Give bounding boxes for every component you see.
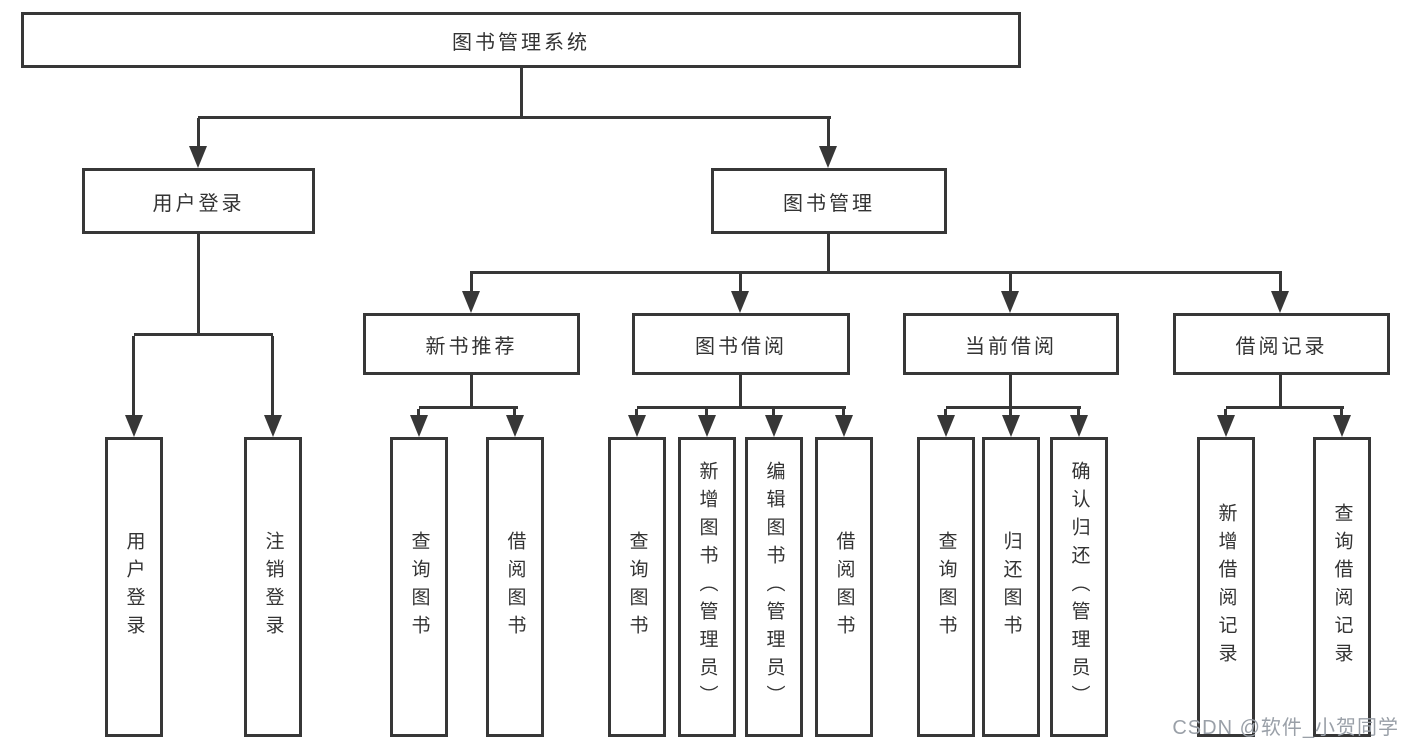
leaf-label: 查询图书 xyxy=(626,531,648,643)
leaf-label: 借阅图书 xyxy=(504,531,526,643)
connector-line xyxy=(946,406,1081,409)
leaf-label: 借阅图书 xyxy=(833,531,855,643)
connector-line xyxy=(1279,274,1282,293)
node-user-login-label: 用户登录 xyxy=(152,192,245,215)
connector-line xyxy=(134,333,273,336)
arrow-down-icon xyxy=(410,415,428,437)
leaf-label: 新增借阅记录 xyxy=(1215,503,1237,671)
leaf-label: 确认归还（管理员） xyxy=(1068,461,1090,713)
connector-line xyxy=(705,409,708,417)
connector-line xyxy=(1009,409,1012,417)
node-current-borrow-label: 当前借阅 xyxy=(965,335,1057,358)
node-leaf-query-books-3: 查询图书 xyxy=(917,437,975,737)
connector-line xyxy=(1009,274,1012,293)
arrow-down-icon xyxy=(125,415,143,437)
node-leaf-query-borrow-record: 查询借阅记录 xyxy=(1313,437,1371,737)
leaf-label: 查询借阅记录 xyxy=(1331,503,1353,671)
node-borrow-records-label: 借阅记录 xyxy=(1235,335,1328,358)
connector-line xyxy=(772,409,775,417)
node-leaf-confirm-return-admin: 确认归还（管理员） xyxy=(1050,437,1108,737)
node-book-borrow: 图书借阅 xyxy=(632,313,850,375)
leaf-label: 用户登录 xyxy=(123,531,145,643)
arrow-down-icon xyxy=(731,291,749,313)
node-leaf-return-books: 归还图书 xyxy=(982,437,1040,737)
arrow-down-icon xyxy=(835,415,853,437)
node-leaf-add-books-admin: 新增图书（管理员） xyxy=(678,437,736,737)
node-leaf-borrow-books-2: 借阅图书 xyxy=(815,437,873,737)
arrow-down-icon xyxy=(765,415,783,437)
connector-line xyxy=(739,375,742,409)
node-leaf-user-login: 用户登录 xyxy=(105,437,163,737)
connector-line xyxy=(197,234,200,336)
node-book-borrow-label: 图书借阅 xyxy=(695,335,787,358)
arrow-down-icon xyxy=(698,415,716,437)
arrow-down-icon xyxy=(1002,415,1020,437)
arrow-down-icon xyxy=(264,415,282,437)
arrow-down-icon xyxy=(189,146,207,168)
node-book-management-label: 图书管理 xyxy=(783,192,875,215)
arrow-down-icon xyxy=(1333,415,1351,437)
leaf-label: 新增图书（管理员） xyxy=(696,461,718,713)
leaf-label: 编辑图书（管理员） xyxy=(763,461,785,713)
connector-line xyxy=(1009,375,1012,409)
arrow-down-icon xyxy=(506,415,524,437)
connector-line xyxy=(470,375,473,409)
connector-line xyxy=(417,409,420,417)
node-leaf-logout: 注销登录 xyxy=(244,437,302,737)
connector-line xyxy=(520,68,523,118)
leaf-label: 归还图书 xyxy=(1000,531,1022,643)
connector-line xyxy=(1340,409,1343,417)
connector-line xyxy=(827,118,830,148)
connector-line xyxy=(637,406,846,409)
arrow-down-icon xyxy=(1271,291,1289,313)
leaf-label: 注销登录 xyxy=(262,531,284,643)
connector-line xyxy=(1077,409,1080,417)
connector-line xyxy=(197,118,200,148)
connector-line xyxy=(132,336,135,417)
arrow-down-icon xyxy=(1001,291,1019,313)
node-leaf-query-books-2: 查询图书 xyxy=(608,437,666,737)
node-book-management: 图书管理 xyxy=(711,168,947,234)
node-leaf-add-borrow-record: 新增借阅记录 xyxy=(1197,437,1255,737)
arrow-down-icon xyxy=(819,146,837,168)
leaf-label: 查询图书 xyxy=(935,531,957,643)
connector-line xyxy=(1279,375,1282,409)
connector-line xyxy=(271,336,274,417)
node-leaf-borrow-books-1: 借阅图书 xyxy=(486,437,544,737)
leaf-label: 查询图书 xyxy=(408,531,430,643)
node-root-label: 图书管理系统 xyxy=(452,31,590,54)
node-new-book-recommend: 新书推荐 xyxy=(363,313,580,375)
connector-line xyxy=(198,116,831,119)
arrow-down-icon xyxy=(1217,415,1235,437)
watermark-text: CSDN @软件_小贺同学 xyxy=(1172,717,1399,739)
connector-line xyxy=(1226,406,1344,409)
node-user-login: 用户登录 xyxy=(82,168,315,234)
connector-line xyxy=(635,409,638,417)
connector-line xyxy=(470,271,1282,274)
connector-line xyxy=(419,406,518,409)
arrow-down-icon xyxy=(628,415,646,437)
connector-line xyxy=(944,409,947,417)
node-borrow-records: 借阅记录 xyxy=(1173,313,1390,375)
connector-line xyxy=(842,409,845,417)
node-root: 图书管理系统 xyxy=(21,12,1021,68)
node-leaf-edit-books-admin: 编辑图书（管理员） xyxy=(745,437,803,737)
connector-line xyxy=(513,409,516,417)
arrow-down-icon xyxy=(462,291,480,313)
node-leaf-query-books-1: 查询图书 xyxy=(390,437,448,737)
node-current-borrow: 当前借阅 xyxy=(903,313,1119,375)
connector-line xyxy=(470,274,473,293)
connector-line xyxy=(739,274,742,293)
node-new-book-recommend-label: 新书推荐 xyxy=(425,335,518,358)
connector-line xyxy=(827,234,830,274)
connector-line xyxy=(1224,409,1227,417)
arrow-down-icon xyxy=(1070,415,1088,437)
arrow-down-icon xyxy=(937,415,955,437)
